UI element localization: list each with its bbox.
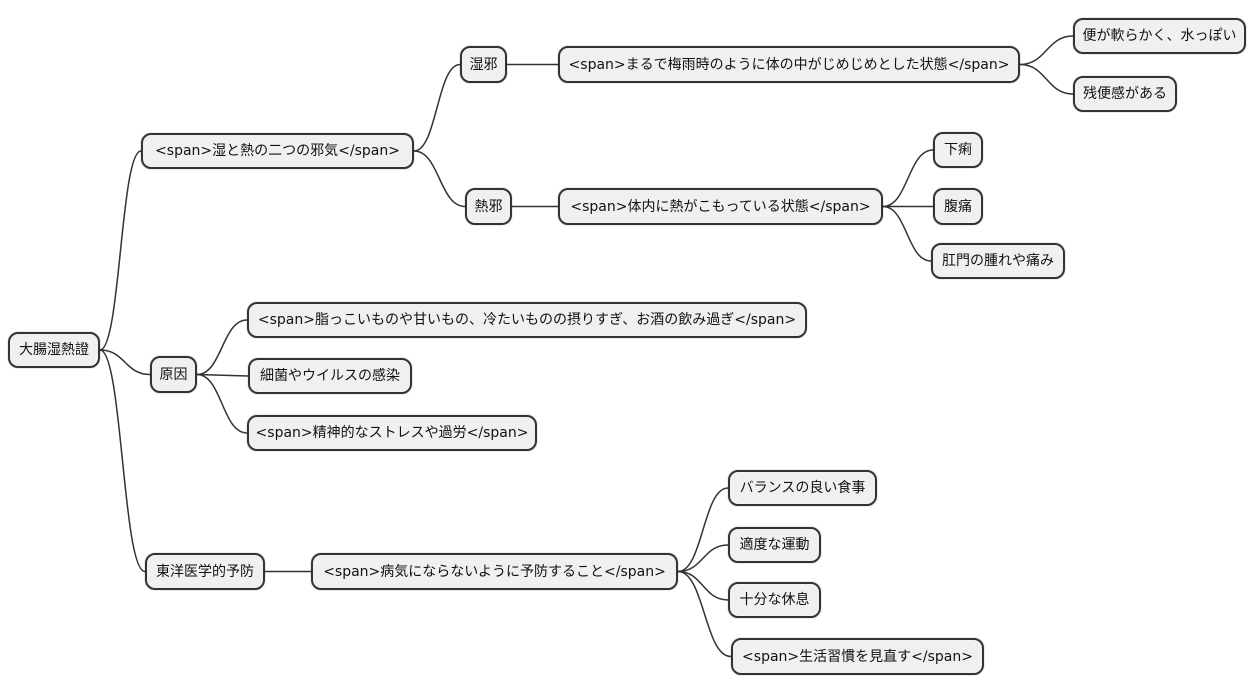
mindmap-node-label: 細菌やウイルスの感染 xyxy=(260,368,400,384)
mindmap-node-label: <span>湿と熱の二つの邪気</span> xyxy=(155,143,400,159)
edge-heat-state-anal-swelling xyxy=(882,205,932,262)
edge-root-prevention xyxy=(99,349,146,573)
mindmap-node-two-evils: <span>湿と熱の二つの邪気</span> xyxy=(141,133,414,169)
edge-prevention-desc-balanced-diet xyxy=(677,487,729,573)
edge-prevention-desc-rest xyxy=(677,570,729,601)
mindmap-node-prevention: 東洋医学的予防 xyxy=(145,553,265,590)
mindmap-node-label: <span>まるで梅雨時のように体の中がじめじめとした状態</span> xyxy=(568,56,1010,73)
mindmap-node-label: 十分な休息 xyxy=(739,592,810,608)
mindmap-node-exercise: 適度な運動 xyxy=(728,527,821,563)
edge-two-evils-damp-evil xyxy=(413,63,461,152)
mindmap-node-label: <span>脂っこいものや甘いもの、冷たいものの摂りすぎ、お酒の飲み過ぎ</sp… xyxy=(257,312,797,328)
mindmap-node-label: <span>病気にならないように予防すること</span> xyxy=(323,563,666,580)
edge-damp-state-soft-stool xyxy=(1019,35,1074,66)
edge-cause-diet-cause xyxy=(196,319,248,376)
mindmap-node-root: 大腸湿熱證 xyxy=(8,332,100,368)
mindmap-node-damp-evil: 湿邪 xyxy=(460,46,507,83)
mindmap-node-label: 便が軟らかく、水っぽい xyxy=(1082,28,1237,44)
edge-two-evils-heat-evil xyxy=(413,150,466,208)
edge-cause-stress xyxy=(196,373,248,434)
mindmap-node-balanced-diet: バランスの良い食事 xyxy=(728,470,877,506)
edge-root-two-evils xyxy=(99,150,142,351)
mindmap-node-label: 湿邪 xyxy=(469,56,498,73)
edge-damp-state-residual-stool xyxy=(1019,63,1074,95)
mindmap-node-label: <span>生活習慣を見直す</span> xyxy=(742,648,973,665)
mindmap-node-lifestyle: <span>生活習慣を見直す</span> xyxy=(731,638,984,675)
mindmap-node-damp-state: <span>まるで梅雨時のように体の中がじめじめとした状態</span> xyxy=(558,46,1020,83)
mindmap-node-label: 肛門の腫れや痛み xyxy=(942,253,1054,269)
mindmap-node-soft-stool: 便が軟らかく、水っぽい xyxy=(1073,18,1246,54)
mindmap-node-heat-state: <span>体内に熱がこもっている状態</span> xyxy=(558,188,883,225)
mindmap-node-heat-evil: 熱邪 xyxy=(465,188,512,225)
mindmap-node-label: 熱邪 xyxy=(474,198,503,215)
mindmap-node-label: 大腸湿熱證 xyxy=(19,342,89,358)
mindmap-node-label: <span>体内に熱がこもっている状態</span> xyxy=(570,198,871,215)
mindmap-node-label: 原因 xyxy=(159,366,188,383)
mindmap-node-diarrhea: 下痢 xyxy=(933,132,983,168)
mindmap-node-label: 下痢 xyxy=(944,142,972,158)
mindmap-node-label: バランスの良い食事 xyxy=(739,480,866,496)
mindmap-node-residual-stool: 残便感がある xyxy=(1073,76,1177,112)
mindmap-node-stress: <span>精神的なストレスや過労</span> xyxy=(247,415,537,451)
mindmap-node-rest: 十分な休息 xyxy=(728,582,821,618)
mindmap-node-anal-swelling: 肛門の腫れや痛み xyxy=(931,243,1065,279)
edge-root-cause xyxy=(99,349,151,376)
mindmap-node-infection: 細菌やウイルスの感染 xyxy=(248,358,412,394)
mindmap-node-abdominal-pain: 腹痛 xyxy=(933,188,983,225)
mindmap-node-label: <span>精神的なストレスや過労</span> xyxy=(255,425,529,441)
mindmap-node-label: 腹痛 xyxy=(944,198,972,215)
mindmap-node-label: 適度な運動 xyxy=(739,537,810,553)
edge-cause-infection xyxy=(196,373,249,377)
mindmap-node-prevention-desc: <span>病気にならないように予防すること</span> xyxy=(311,553,678,590)
edge-prevention-desc-lifestyle xyxy=(677,570,732,658)
edge-prevention-desc-exercise xyxy=(677,544,729,573)
edge-heat-state-diarrhea xyxy=(882,149,934,208)
mindmap-node-label: 東洋医学的予防 xyxy=(156,563,254,580)
mindmap-node-cause: 原因 xyxy=(150,356,197,393)
mindmap-node-label: 残便感がある xyxy=(1083,86,1167,102)
mindmap-node-diet-cause: <span>脂っこいものや甘いもの、冷たいものの摂りすぎ、お酒の飲み過ぎ</sp… xyxy=(247,302,807,338)
